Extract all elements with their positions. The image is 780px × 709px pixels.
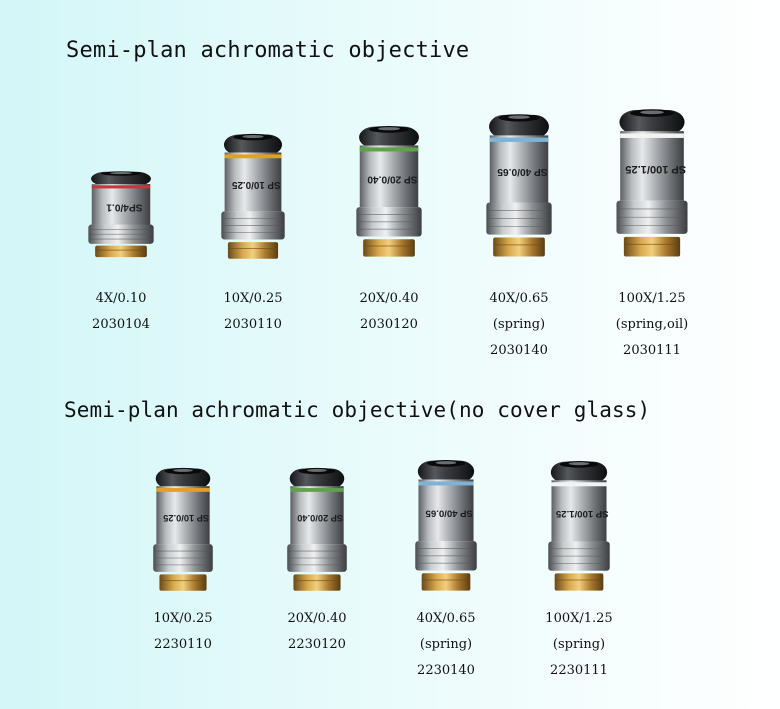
magnification-color-ring	[551, 482, 607, 487]
objective-lens-image: SP4/0.1	[87, 170, 155, 258]
brass-thread	[554, 573, 604, 591]
objective-lens-image: SP 40/0.65	[414, 458, 478, 592]
objective-spec: 40X/0.65	[416, 611, 476, 626]
objective-caption: 4X/0.10 2030104	[46, 286, 196, 338]
engraving-text: SP 40/0.65	[497, 166, 548, 177]
engraving-text: SP4/0.1	[106, 201, 143, 212]
objective-spec: 10X/0.25	[223, 291, 283, 306]
engraving-text: SP 20/0.40	[297, 513, 343, 523]
objective-cap	[417, 460, 475, 483]
objective-cap	[223, 134, 283, 156]
objective-caption: 10X/0.25 2230110	[108, 606, 258, 658]
magnification-color-ring	[290, 488, 344, 492]
brass-thread	[493, 237, 545, 257]
objective-note: (spring)	[552, 637, 606, 652]
objective-cap	[359, 126, 419, 149]
objective-note: (spring,oil)	[615, 317, 689, 332]
brass-thread	[159, 574, 207, 591]
engraving-text: SP 10/0.25	[231, 179, 280, 190]
objective-caption: 100X/1.25 (spring) 2230111	[504, 606, 654, 684]
objective-caption: 20X/0.40 2030120	[314, 286, 464, 338]
engraving-text: SP 100/1.25	[555, 508, 608, 519]
objective-spec: 20X/0.40	[359, 291, 419, 306]
objective-body	[224, 152, 282, 212]
magnification-color-ring	[489, 137, 549, 142]
objective-body	[418, 479, 474, 542]
objective-spec: 100X/1.25	[545, 611, 613, 626]
objective-cap	[91, 171, 151, 186]
objective-caption: 100X/1.25 (spring,oil) 2030111	[577, 286, 727, 364]
objective-spec: 10X/0.25	[153, 611, 213, 626]
objective-note: (spring)	[419, 637, 473, 652]
objective-lens-image: SP 100/1.25	[615, 107, 689, 258]
objective-cap	[289, 468, 345, 489]
engraving-text: SP 40/0.65	[425, 507, 473, 518]
objective-body	[489, 135, 549, 203]
section-1-title: Semi-plan achromatic objective	[66, 38, 470, 63]
objective-lens-image: SP 10/0.25	[220, 132, 286, 260]
objective-code: 2230140	[417, 663, 475, 678]
objective-cap	[489, 114, 549, 139]
objective-cap	[550, 461, 608, 483]
objective-body	[551, 480, 607, 542]
objective-spec: 100X/1.25	[618, 291, 686, 306]
objective-cap	[619, 110, 685, 135]
objective-caption: 40X/0.65 (spring) 2030140	[444, 286, 594, 364]
objective-code: 2230120	[288, 637, 346, 652]
objective-body	[620, 131, 684, 201]
objective-cap	[155, 468, 211, 489]
magnification-color-ring	[91, 185, 151, 189]
objective-caption: 20X/0.40 2230120	[242, 606, 392, 658]
section-2-title: Semi-plan achromatic objective(no cover …	[64, 398, 651, 422]
objective-caption: 10X/0.25 2030110	[178, 286, 328, 338]
objective-code: 2030111	[623, 343, 681, 358]
objective-spec: 4X/0.10	[95, 291, 147, 306]
brass-thread	[421, 573, 471, 591]
objective-code: 2030110	[224, 317, 282, 332]
objective-body	[91, 184, 151, 225]
objective-lens-image: SP 10/0.25	[152, 466, 214, 592]
objective-lens-image: SP 100/1.25	[547, 459, 611, 592]
objective-code: 2230111	[550, 663, 608, 678]
objective-lens-image: SP 20/0.40	[286, 466, 348, 592]
engraving-text: SP 10/0.25	[163, 513, 209, 523]
objective-code: 2230110	[154, 637, 212, 652]
objective-note: (spring)	[492, 317, 546, 332]
objective-body	[156, 486, 210, 545]
objective-code: 2030104	[92, 317, 150, 332]
magnification-color-ring	[156, 488, 210, 492]
objective-body	[359, 145, 419, 208]
magnification-color-ring	[359, 147, 419, 152]
brass-thread	[363, 239, 415, 257]
objective-spec: 40X/0.65	[489, 291, 549, 306]
objective-code: 2030140	[490, 343, 548, 358]
magnification-color-ring	[620, 133, 684, 138]
objective-lens-image: SP 40/0.65	[485, 112, 553, 258]
engraving-text: SP 100/1.25	[625, 163, 686, 175]
brass-thread	[95, 245, 147, 258]
brass-thread	[293, 574, 341, 591]
brass-thread	[623, 236, 681, 257]
magnification-color-ring	[418, 481, 474, 486]
objective-spec: 20X/0.40	[287, 611, 347, 626]
objective-lens-image: SP 20/0.40	[355, 124, 423, 258]
objective-caption: 40X/0.65 (spring) 2230140	[371, 606, 521, 684]
engraving-text: SP 20/0.40	[367, 173, 418, 184]
objective-code: 2030120	[360, 317, 418, 332]
objective-body	[290, 486, 344, 545]
brass-thread	[227, 242, 279, 259]
magnification-color-ring	[224, 154, 282, 159]
